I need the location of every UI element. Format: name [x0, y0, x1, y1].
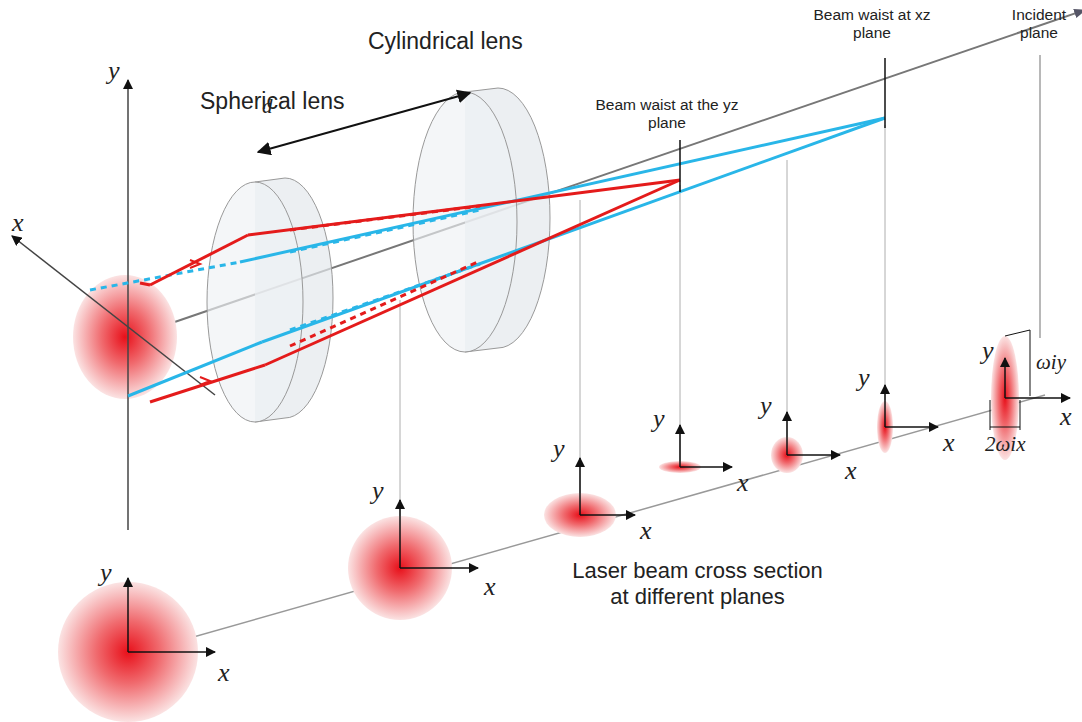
axis-label: y — [108, 58, 120, 84]
axis-label: x — [484, 574, 496, 600]
cross-sections — [58, 336, 1019, 722]
axis-label: y — [982, 338, 994, 364]
axis-label: y — [372, 478, 384, 504]
axis-label: x — [12, 210, 24, 236]
caption-text: Laser beam cross section at different pl… — [560, 558, 835, 610]
axis-label: x — [943, 430, 955, 456]
part-label: Cylindrical lens — [368, 28, 523, 55]
input-beam — [73, 275, 177, 399]
dimension-label: 2ωix — [985, 434, 1025, 455]
dimension-label: ωiy — [1036, 352, 1066, 373]
axis-label: x — [640, 518, 652, 544]
plane-label: Beam waist at xz plane — [812, 6, 932, 42]
axis-label: y — [653, 406, 665, 432]
rays — [90, 118, 885, 402]
dimension-label: d — [262, 96, 273, 117]
y-axis — [127, 80, 129, 530]
axis-label: x — [1060, 404, 1072, 430]
axis-label: x — [218, 660, 230, 686]
drop-lines — [400, 55, 1040, 520]
axis-label: y — [553, 436, 565, 462]
axis-label: x — [737, 470, 749, 496]
plane-label: Incident plane — [1000, 6, 1078, 42]
plane-label: Beam waist at the yz plane — [592, 96, 742, 132]
axis-label: y — [100, 560, 112, 586]
x-axis — [12, 236, 215, 395]
axis-label: x — [845, 458, 857, 484]
axis-label: y — [760, 393, 772, 419]
spherical-lens — [207, 178, 333, 422]
bottom-axis — [130, 395, 1045, 655]
section-axes — [128, 330, 1070, 652]
axis-label: y — [858, 365, 870, 391]
